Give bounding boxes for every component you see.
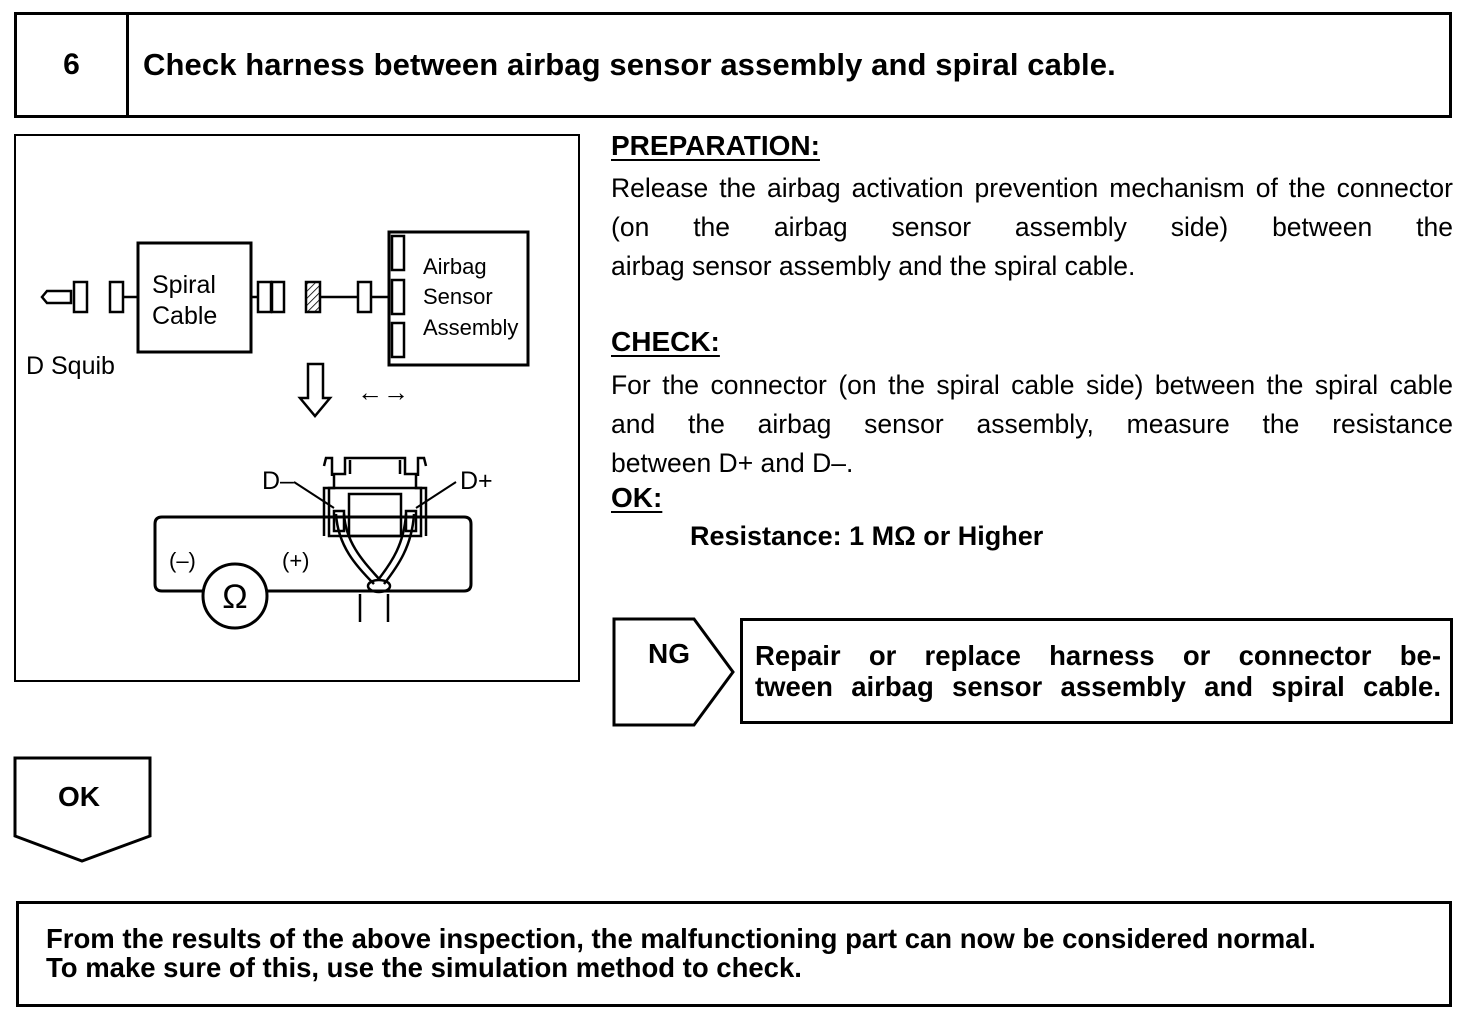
- terminal-leader-lines: [293, 481, 457, 509]
- check-text: For the connector (on the spiral cable s…: [611, 366, 1453, 483]
- conclusion-box: [16, 901, 1452, 1007]
- preparation-line: Release the airbag activation prevention…: [611, 173, 1326, 203]
- spiral-cable-label-line2: Cable: [152, 302, 217, 330]
- squib-connector-icon: [40, 280, 138, 314]
- step-title: Check harness between airbag sensor asse…: [143, 47, 1116, 82]
- meter-minus-label: (–): [169, 548, 196, 573]
- sensor-label-line3: Assembly: [423, 315, 518, 340]
- ng-action-line: Repair or replace harness or connector b…: [755, 640, 1441, 671]
- preparation-heading: PREPARATION:: [611, 130, 820, 161]
- ng-arrow-icon: [612, 617, 735, 727]
- conclusion-line: From the results of the above inspection…: [46, 923, 1316, 954]
- ohmmeter-icon: [201, 562, 269, 630]
- ng-action-text: Repair or replace harness or connector b…: [755, 640, 1441, 702]
- ng-action-box: [740, 618, 1453, 724]
- ng-action-line: tween airbag sensor assembly and spiral …: [755, 671, 1441, 702]
- ok-result-label: OK: [58, 781, 100, 812]
- check-line: cable and the airbag sensor assembly, me…: [611, 370, 1453, 439]
- wiring-diagram: D Squib Spiral Cable Airbag Sensor Assem…: [14, 134, 580, 682]
- meter-circuit-wire: [153, 515, 473, 593]
- conclusion-line: To make sure of this, use the simulation…: [46, 952, 802, 983]
- step-header: 6 Check harness between airbag sensor as…: [14, 12, 1452, 118]
- spiral-cable-label-line1: Spiral: [152, 271, 216, 299]
- ok-spec-value: Resistance: 1 MΩ or Higher: [690, 521, 1044, 551]
- check-heading: CHECK:: [611, 326, 720, 357]
- sensor-label-line1: Airbag: [423, 254, 487, 279]
- test-probes-icon: [334, 513, 416, 622]
- d-plus-terminal-label: D+: [460, 467, 493, 495]
- preparation-line: airbag sensor assembly and the spiral ca…: [611, 251, 1136, 281]
- diagram-canvas: D Squib Spiral Cable Airbag Sensor Assem…: [26, 230, 530, 630]
- sensor-side-connector-icon: [304, 280, 389, 314]
- check-line: For the connector (on the spiral cable s…: [611, 370, 1379, 400]
- conclusion-text: From the results of the above inspection…: [46, 924, 1316, 982]
- check-line: between D+ and D–.: [611, 448, 854, 478]
- spiral-side-connector-icon: [251, 280, 286, 314]
- ok-arrow-icon: [13, 756, 152, 863]
- down-arrow-icon: [297, 362, 333, 418]
- sensor-label-line2: Sensor: [423, 284, 493, 309]
- ng-label: NG: [648, 638, 690, 669]
- d-minus-terminal-label: D–: [262, 467, 294, 495]
- sensor-terminal-icons: [390, 234, 406, 359]
- step-number: 6: [17, 15, 129, 115]
- disconnect-arrows-icon: ←→: [357, 377, 409, 407]
- airbag-sensor-assembly-block: [387, 230, 530, 367]
- d-squib-label: D Squib: [26, 352, 115, 380]
- ohm-symbol: Ω: [222, 578, 247, 616]
- connector-closeup-icon: [322, 456, 428, 538]
- meter-plus-label: (+): [282, 548, 310, 573]
- preparation-line: connector (on the airbag sensor assembly…: [611, 173, 1453, 242]
- preparation-text: Release the airbag activation prevention…: [611, 169, 1453, 286]
- ok-spec-heading: OK:: [611, 482, 663, 513]
